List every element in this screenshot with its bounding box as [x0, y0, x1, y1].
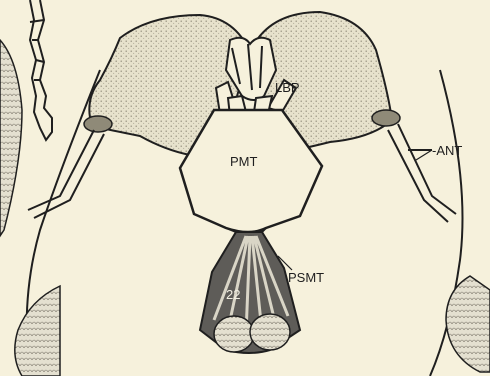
left-edge-eye [0, 40, 22, 236]
label-lbp: LBP [275, 81, 300, 94]
lower-left-eye [15, 286, 60, 376]
label-psmt: PSMT [288, 271, 324, 284]
postmentum-bulb-right [250, 314, 290, 350]
label-pmt: PMT [230, 155, 257, 168]
label-ant: -ANT [432, 144, 462, 157]
lower-right-eye [446, 276, 490, 372]
left-pad [84, 116, 112, 132]
postmentum-bulb-left [214, 316, 254, 352]
left-antenna [30, 0, 52, 140]
leader-line-ant [416, 150, 432, 160]
label-22: 22 [226, 288, 240, 301]
right-pad [372, 110, 400, 126]
